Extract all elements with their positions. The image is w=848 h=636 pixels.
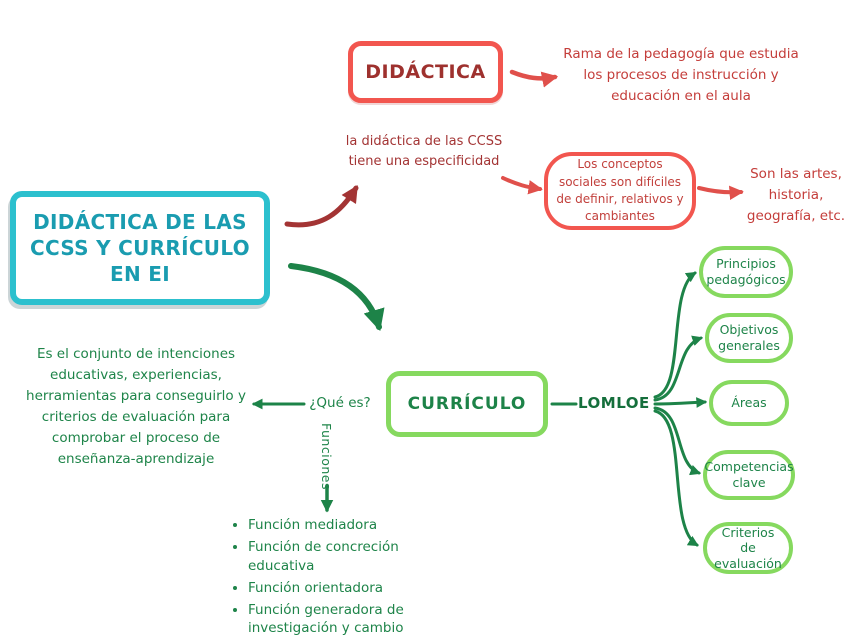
funciones-label: Funciones (319, 423, 334, 490)
funciones-item: Función de concreción educativa (248, 538, 468, 576)
lomloe-node-objetivos: Objetivos generales (705, 313, 793, 363)
lomloe-node-label: Objetivos generales (718, 322, 780, 353)
lomloe-node-label: Competencias clave (704, 459, 794, 490)
lomloe-node-principios: Principios pedagógicos (699, 246, 793, 298)
arrow-specificity-to-concepts (501, 176, 543, 195)
main-topic-node: DIDÁCTICA DE LAS CCSS Y CURRÍCULO EN EI (10, 191, 270, 305)
didactica-node: DIDÁCTICA (348, 41, 503, 103)
lomloe-node-competencias: Competencias clave (703, 450, 795, 500)
que-es-label: ¿Qué es? (309, 395, 371, 411)
lomloe-node-label: Criterios de evaluación (714, 524, 782, 571)
arrow-main-to-specificity (284, 185, 359, 228)
arrow-lomloe-to-areas (653, 397, 708, 408)
funciones-item: Función mediadora (248, 516, 468, 535)
curriculo-definition-note: Es el conjunto de intenciones educativas… (26, 346, 246, 467)
didactica-definition-note: Rama de la pedagogía que estudia los pro… (563, 46, 799, 104)
social-concepts-label: Los conceptos sociales son difíciles de … (556, 157, 684, 224)
examples-note: Son las artes, historia, geografía, etc. (746, 166, 846, 224)
social-concepts-node: Los conceptos sociales son difíciles de … (544, 152, 696, 230)
funciones-list: Función mediadora Función de concreción … (228, 516, 468, 636)
arrow-lomloe-to-objetivos (653, 335, 704, 402)
arrow-concepts-to-examples (697, 185, 744, 201)
lomloe-node-label: Principios pedagógicos (706, 256, 786, 287)
specificity-note: la didáctica de las CCSS tiene una espec… (345, 134, 503, 170)
funciones-item: Función orientadora (248, 579, 468, 598)
didactica-node-label: DIDÁCTICA (365, 61, 486, 83)
lomloe-node-label: Áreas (731, 395, 767, 411)
curriculo-node: CURRÍCULO (386, 371, 548, 437)
curriculo-node-label: CURRÍCULO (407, 394, 527, 414)
arrow-lomloe-to-criterios (653, 409, 699, 547)
lomloe-node-criterios: Criterios de evaluación (703, 522, 793, 574)
lomloe-node-areas: Áreas (709, 380, 789, 426)
arrow-didactica-to-definition (509, 69, 559, 88)
arrow-lomloe-to-principios (653, 271, 697, 399)
arrow-lomloe-to-competencias (653, 406, 702, 476)
arrow-main-to-curriculo (288, 263, 385, 332)
funciones-item: Función generadora de investigación y ca… (248, 601, 468, 636)
main-topic-label: DIDÁCTICA DE LAS CCSS Y CURRÍCULO EN EI (30, 210, 250, 286)
lomloe-label: LOMLOE (578, 394, 650, 412)
